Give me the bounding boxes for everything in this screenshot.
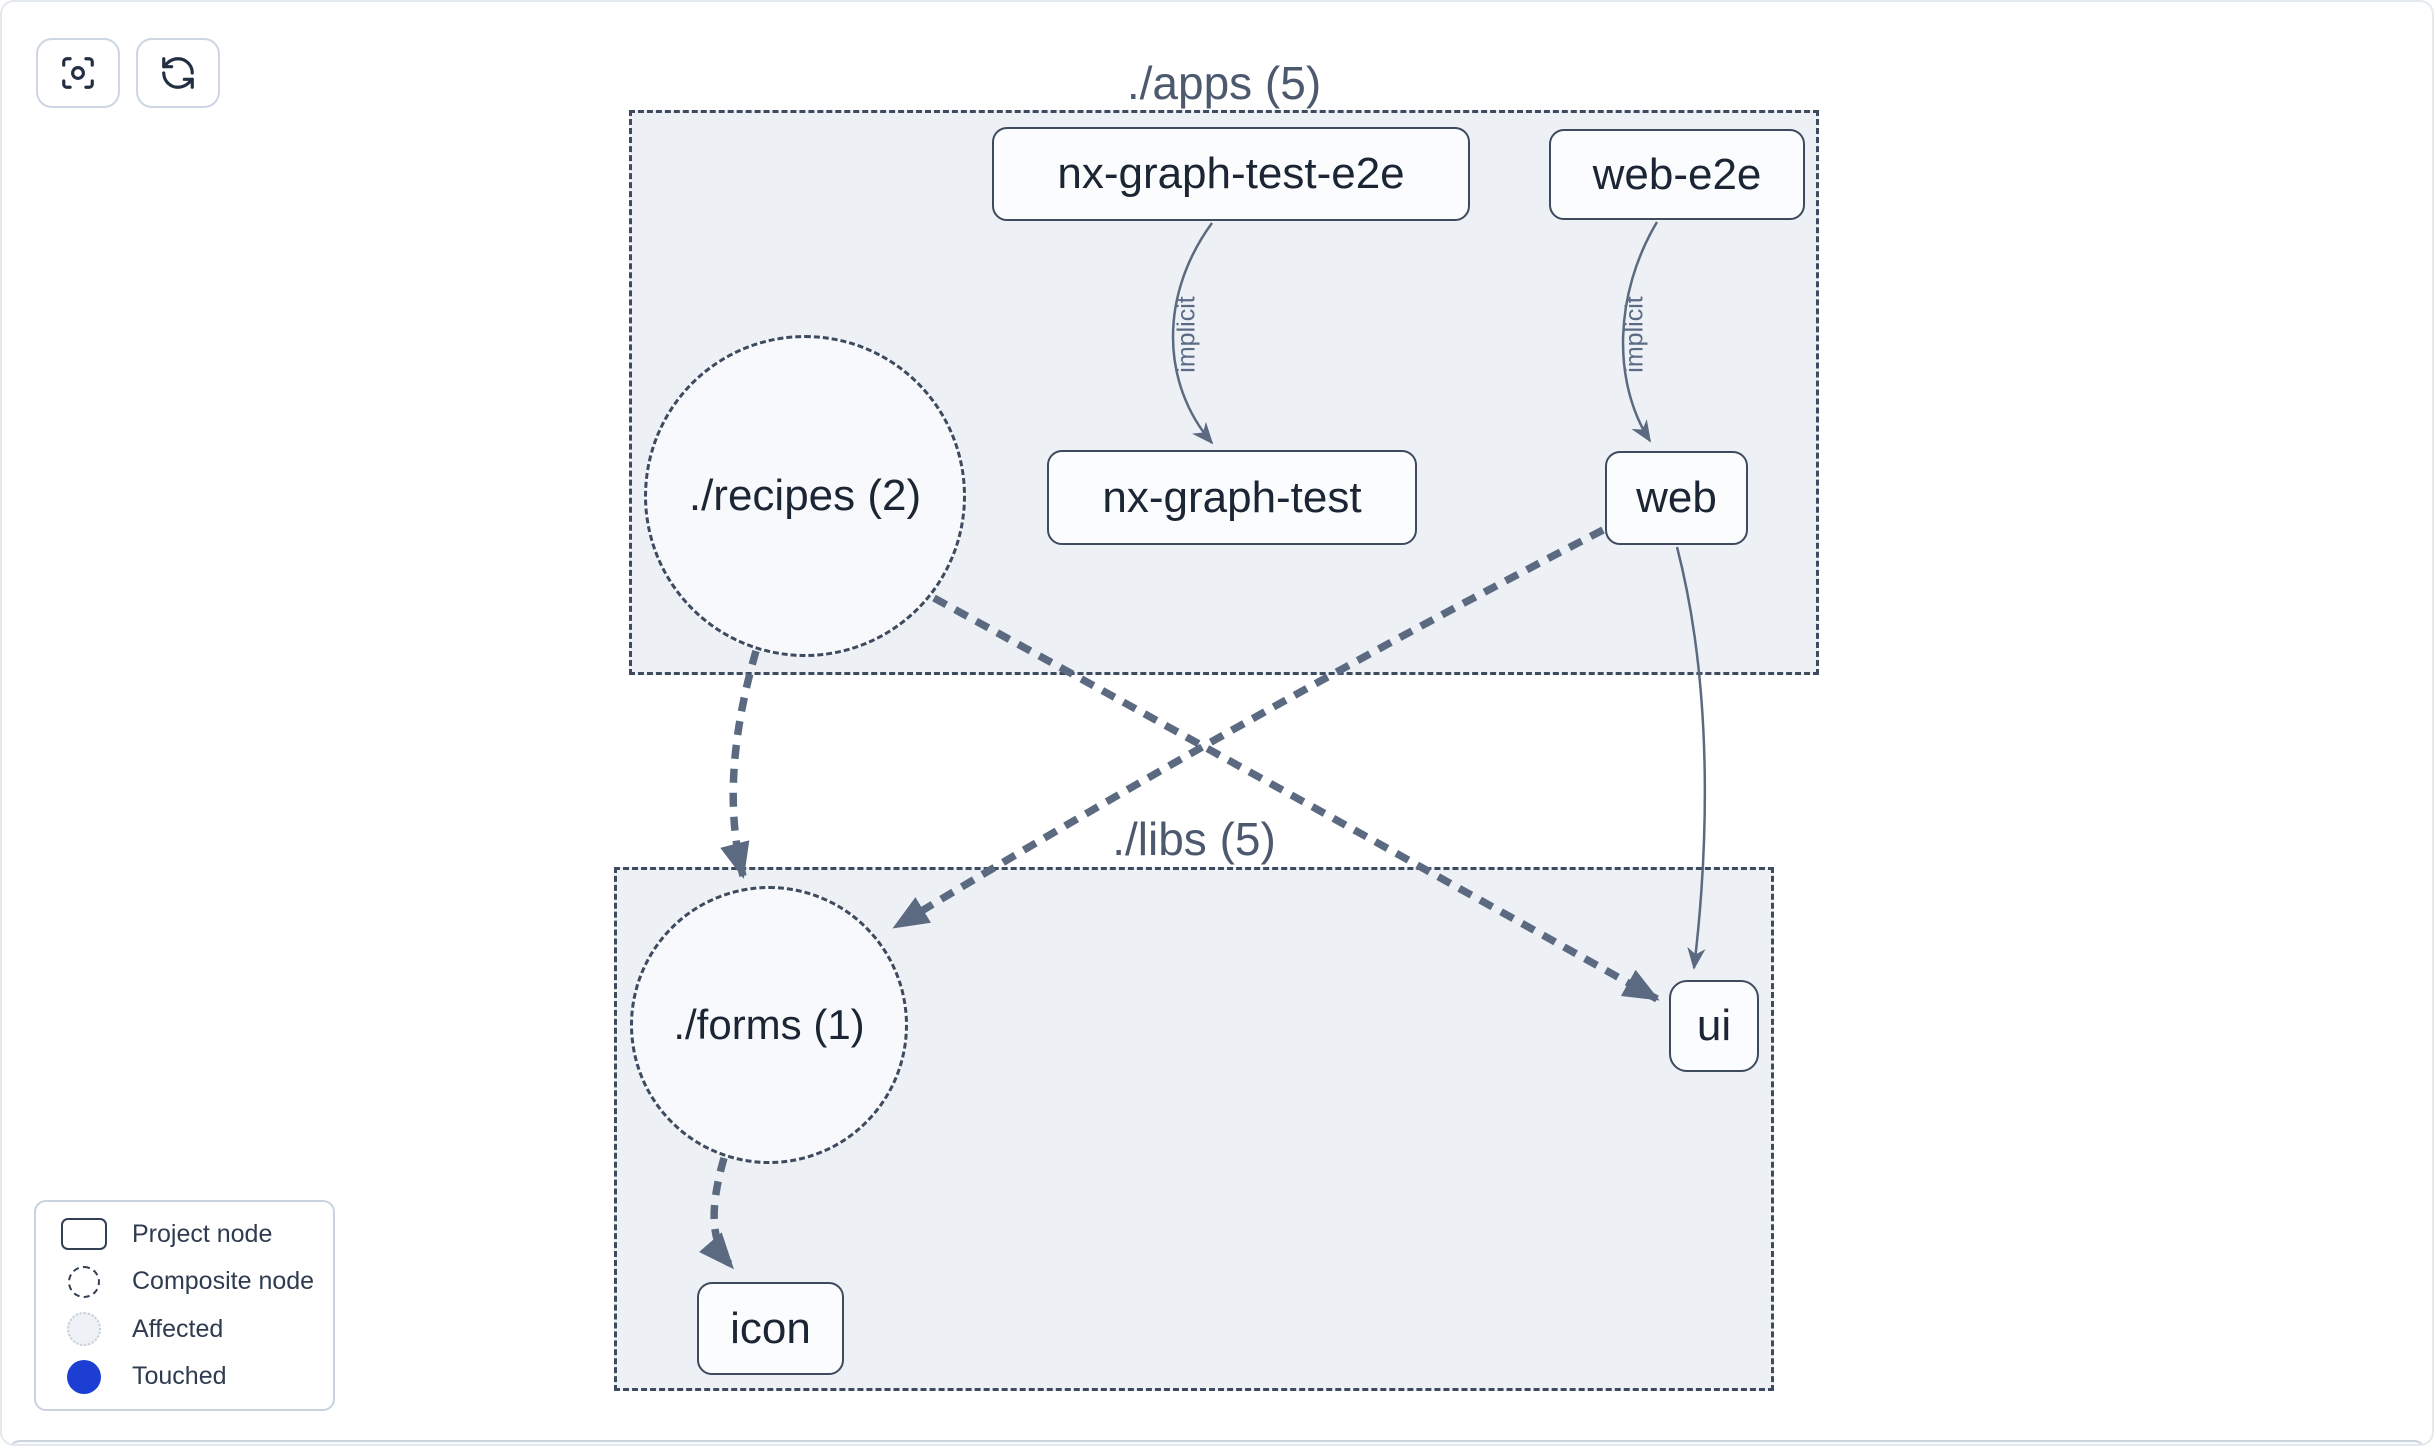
composite-node-forms[interactable]: ./forms (1) bbox=[630, 886, 908, 1164]
legend-label: Project node bbox=[132, 1219, 273, 1248]
focus-button[interactable] bbox=[36, 38, 120, 108]
edge-web-to-ui[interactable] bbox=[1675, 546, 1707, 970]
touched-symbol-icon bbox=[36, 1359, 132, 1394]
refresh-button[interactable] bbox=[136, 38, 220, 108]
legend-label: Touched bbox=[132, 1362, 227, 1391]
group-apps-label: ./apps (5) bbox=[1126, 57, 1322, 109]
edge-label-implicit-2: implicit bbox=[1620, 296, 1649, 373]
legend: Project node Composite node Affected Tou… bbox=[34, 1200, 335, 1411]
project-node-symbol-icon bbox=[36, 1218, 132, 1251]
affected-symbol-icon bbox=[36, 1312, 132, 1347]
node-nx-graph-test-e2e[interactable]: nx-graph-test-e2e bbox=[992, 127, 1470, 221]
group-libs-label: ./libs (5) bbox=[1112, 813, 1276, 865]
composite-node-recipes[interactable]: ./recipes (2) bbox=[644, 335, 966, 657]
edge-recipes-to-forms[interactable] bbox=[720, 649, 760, 879]
legend-item-project-node: Project node bbox=[36, 1211, 333, 1257]
edge-nx-graph-test-e2e-to-nx-graph-test[interactable] bbox=[1171, 222, 1214, 445]
refresh-icon bbox=[162, 57, 194, 89]
node-label: ./forms (1) bbox=[673, 1001, 865, 1048]
legend-item-touched: Touched bbox=[36, 1354, 333, 1400]
composite-node-symbol-icon bbox=[36, 1265, 132, 1298]
node-label: ui bbox=[1696, 1001, 1732, 1050]
node-icon[interactable]: icon bbox=[697, 1282, 844, 1375]
node-ui[interactable]: ui bbox=[1669, 980, 1759, 1072]
legend-label: Affected bbox=[132, 1314, 224, 1343]
edge-recipes-to-ui[interactable] bbox=[932, 594, 1660, 1003]
legend-item-affected: Affected bbox=[36, 1306, 333, 1352]
edge-label-implicit-1: implicit bbox=[1172, 296, 1201, 373]
node-web-e2e[interactable]: web-e2e bbox=[1549, 129, 1805, 220]
node-label: icon bbox=[730, 1303, 811, 1353]
node-label: ./recipes (2) bbox=[688, 471, 922, 520]
bottom-panel bbox=[8, 1440, 2426, 1444]
edge-web-e2e-to-web[interactable] bbox=[1621, 221, 1659, 443]
node-nx-graph-test[interactable]: nx-graph-test bbox=[1047, 450, 1417, 545]
node-label: web bbox=[1636, 473, 1717, 522]
focus-icon bbox=[62, 57, 94, 89]
node-label: nx-graph-test-e2e bbox=[1057, 149, 1405, 198]
legend-item-composite-node: Composite node bbox=[36, 1259, 333, 1305]
node-label: web-e2e bbox=[1592, 149, 1762, 199]
edge-forms-to-icon[interactable] bbox=[699, 1156, 735, 1270]
node-label: nx-graph-test bbox=[1102, 472, 1362, 522]
node-web[interactable]: web bbox=[1605, 451, 1748, 545]
legend-label: Composite node bbox=[132, 1267, 315, 1296]
